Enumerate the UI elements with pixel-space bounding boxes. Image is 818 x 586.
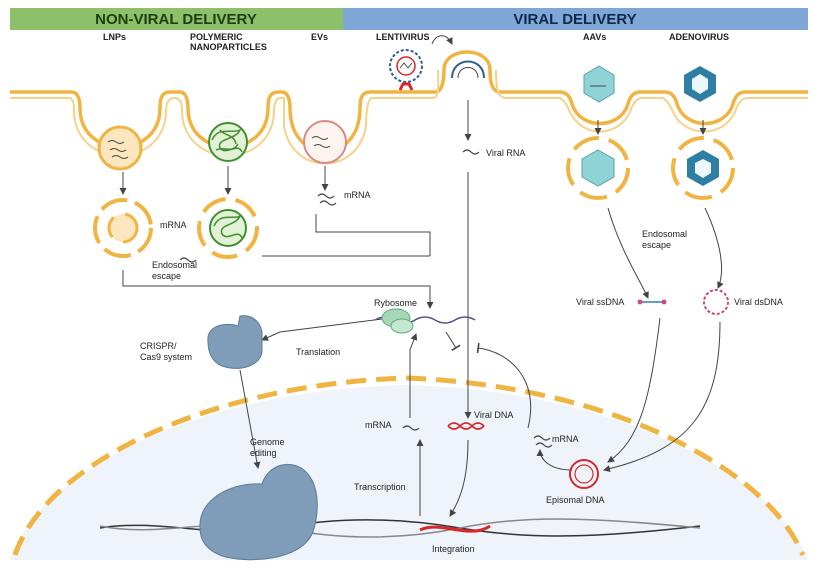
adenovirus-label: ADENOVIRUS <box>669 32 729 42</box>
aav-capsid <box>583 65 615 103</box>
aavs-label: AAVs <box>583 32 606 42</box>
non-viral-header-bar <box>10 8 343 30</box>
viral-dna-label: Viral DNA <box>474 410 513 420</box>
mrna-right-label: mRNA <box>552 434 579 444</box>
viral-ssdna-label: Viral ssDNA <box>576 297 624 307</box>
cell-membrane-outer <box>10 50 808 154</box>
nuclear-envelope <box>12 375 806 556</box>
crispr-label-2: Cas9 system <box>140 352 192 362</box>
endosomal-escape-right-1: Endosomal <box>642 229 687 239</box>
mrna-ev-label: mRNA <box>344 190 371 200</box>
viral-ssdna-glyph <box>637 299 667 305</box>
lnp-particle <box>97 125 143 171</box>
lentivirus-particle <box>389 49 423 91</box>
rna-glyphs <box>179 149 553 448</box>
genome-editing-label-2: editing <box>250 448 277 458</box>
viral-header: VIRAL DELIVERY <box>513 11 636 28</box>
lentivirus-label: LENTIVIRUS <box>376 32 430 42</box>
viral-dna-helix <box>447 422 485 430</box>
genomic-dna <box>99 518 701 538</box>
polymeric-label-2: NANOPARTICLES <box>190 42 267 52</box>
polymeric-nanoparticle <box>208 122 248 162</box>
viral-dsdna-glyph <box>703 289 729 315</box>
cas9-protein <box>207 315 263 369</box>
endosomal-escape-left-1: Endosomal <box>152 260 197 270</box>
viral-rna-label: Viral RNA <box>486 148 525 158</box>
integration-label: Integration <box>432 544 475 554</box>
viral-dsdna-label: Viral dsDNA <box>734 297 783 307</box>
adenovirus-capsid <box>684 66 716 102</box>
episomal-dna-label: Episomal DNA <box>546 495 605 505</box>
pathway-arrows <box>119 100 724 517</box>
nucleus-interior <box>10 385 808 560</box>
viral-header-bar <box>343 8 808 30</box>
cas9-dna-complex <box>199 463 318 561</box>
polymeric-label-1: POLYMERIC <box>190 32 243 42</box>
non-viral-header: NON-VIRAL DELIVERY <box>95 11 257 28</box>
transcription-label: Transcription <box>354 482 406 492</box>
rybosome-label: Rybosome <box>374 298 417 308</box>
polymer-endosome <box>197 197 259 259</box>
endosomal-escape-right-2: escape <box>642 240 671 250</box>
extracellular-vesicle <box>303 120 347 164</box>
evs-label: EVs <box>311 32 328 42</box>
translation-label: Translation <box>296 347 340 357</box>
lnp-endosome <box>93 198 153 258</box>
mrna-lnp-label: mRNA <box>160 220 187 230</box>
ribosome <box>374 308 476 334</box>
endosomal-escape-left-2: escape <box>152 271 181 281</box>
genome-editing-label-1: Genome <box>250 437 285 447</box>
lnps-label: LNPs <box>103 32 126 42</box>
aav-endosome <box>566 136 630 200</box>
episomal-dna-glyph <box>569 459 599 489</box>
lentivirus-fusing <box>451 60 485 79</box>
mrna-nucleus-label: mRNA <box>365 420 392 430</box>
crispr-label-1: CRISPR/ <box>140 341 177 351</box>
adeno-endosome <box>671 136 735 200</box>
